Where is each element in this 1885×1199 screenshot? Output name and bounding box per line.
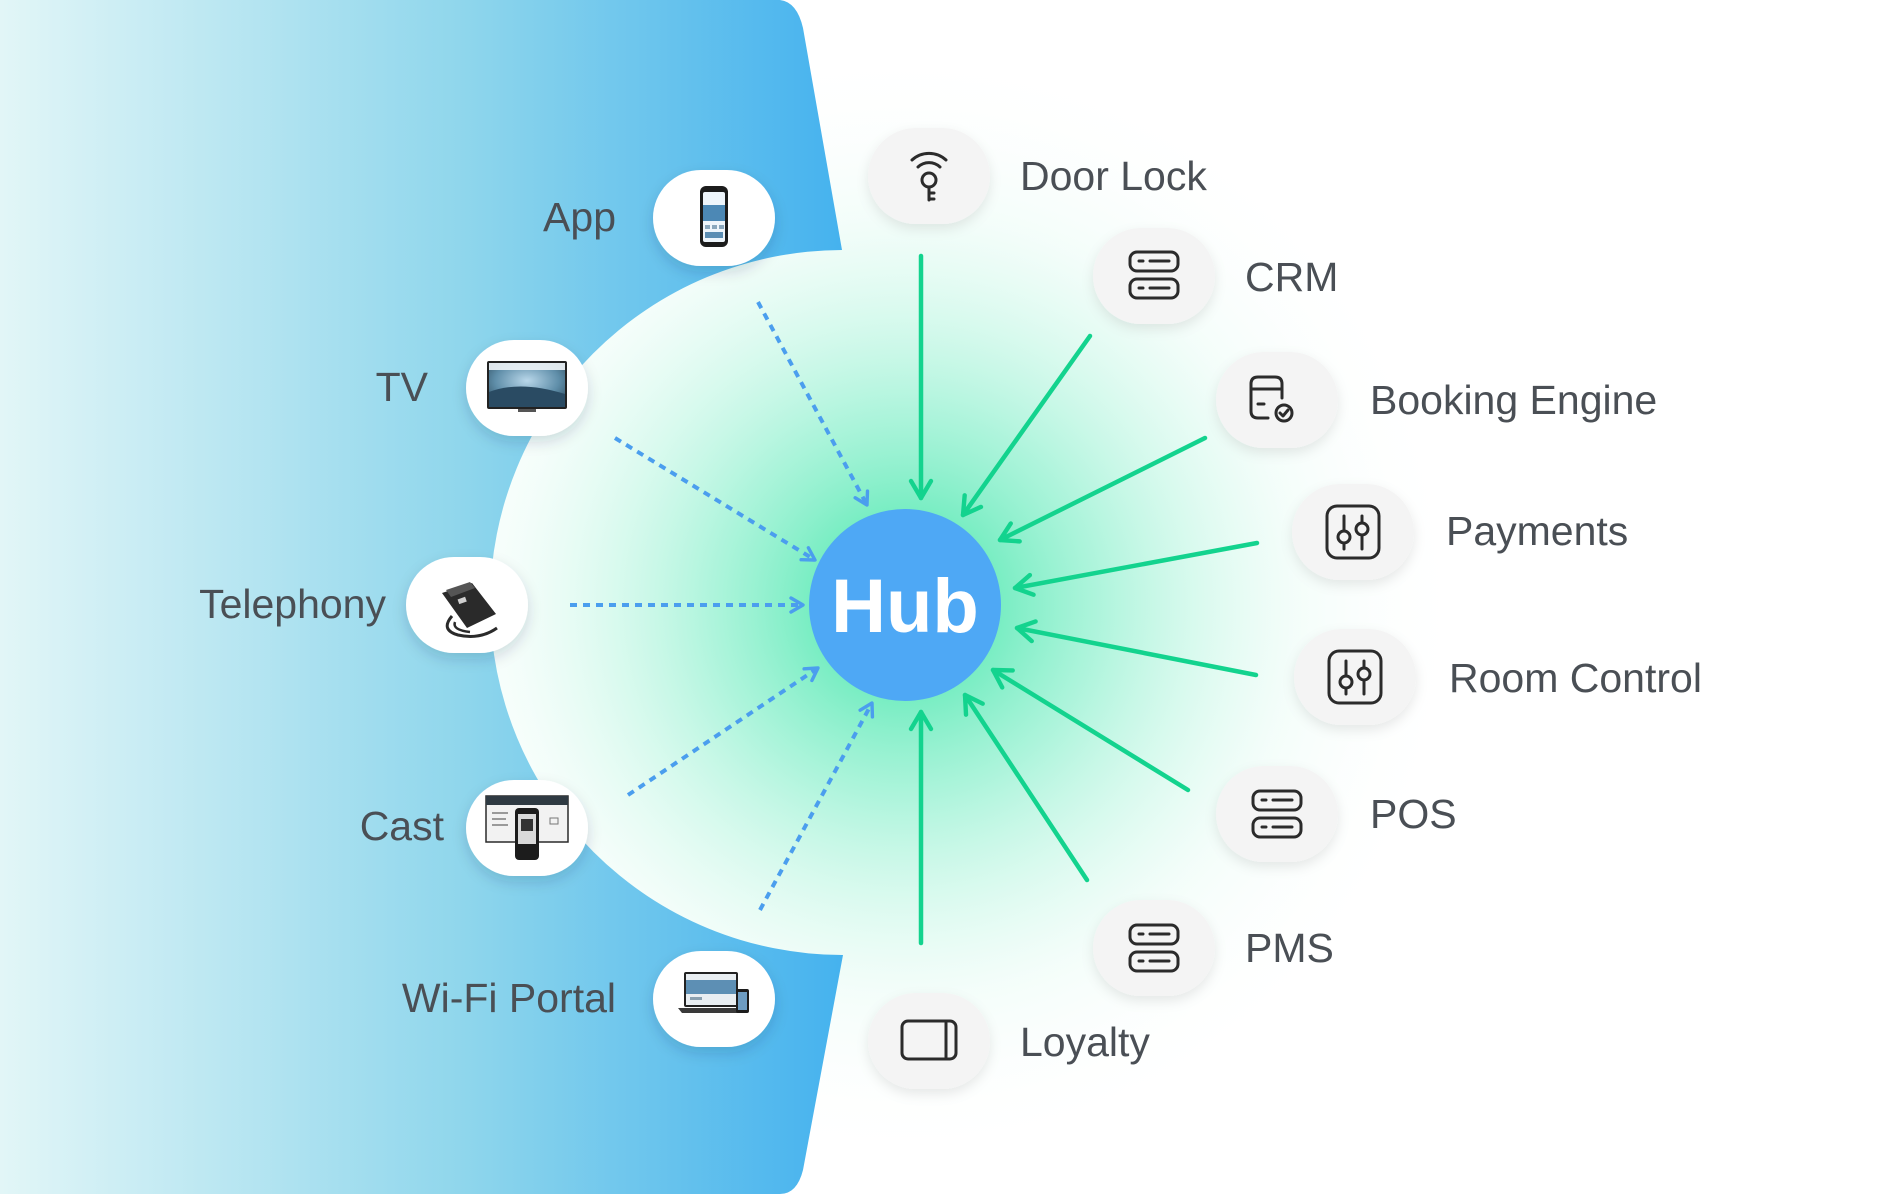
hub-label: Hub [831, 564, 979, 649]
integration-loyalty[interactable]: Loyalty [868, 993, 1150, 1089]
integration-room-control[interactable]: Room Control [1294, 629, 1702, 725]
tv-icon [487, 361, 567, 412]
integration-label-pms: PMS [1245, 925, 1334, 971]
integration-arrows [908, 253, 1260, 946]
integration-label-loyalty: Loyalty [1020, 1019, 1150, 1065]
integration-arrow-3 [997, 435, 1208, 544]
channel-tv[interactable]: TV [376, 340, 588, 436]
integration-label-crm: CRM [1245, 254, 1338, 300]
integration-label-door-lock: Door Lock [1020, 153, 1207, 199]
hub-circle [809, 509, 1001, 701]
integration-door-lock[interactable]: Door Lock [868, 128, 1207, 224]
integration-label-pos: POS [1370, 791, 1457, 837]
channel-label-tv: TV [376, 364, 429, 410]
channel-arrow-5 [758, 701, 875, 911]
integration-pos[interactable]: POS [1216, 766, 1457, 862]
channel-arrow-2 [613, 436, 817, 562]
integration-arrow-2 [960, 333, 1093, 518]
server-icon [1128, 923, 1180, 973]
integration-arrow-7 [962, 692, 1090, 883]
sliders-icon [1325, 504, 1381, 560]
tablet-icon [900, 1019, 958, 1061]
integration-arrow-5 [1014, 619, 1259, 678]
channel-label-wifi-portal: Wi-Fi Portal [402, 975, 616, 1021]
integration-label-booking-engine: Booking Engine [1370, 377, 1657, 423]
room-control-pill [1294, 629, 1416, 725]
hub-node[interactable]: Hub [809, 509, 1001, 701]
integration-arrow-4 [1012, 540, 1260, 597]
server-icon [1251, 789, 1303, 839]
laptop-portal-icon [678, 972, 749, 1013]
integration-arrow-6 [990, 667, 1191, 793]
desk-phone-icon [442, 582, 498, 638]
channel-cast[interactable]: Cast [360, 780, 588, 876]
channel-label-cast: Cast [360, 803, 445, 849]
channel-telephony[interactable]: Telephony [199, 557, 528, 653]
channel-arrows [570, 301, 875, 911]
card-check-icon [1249, 375, 1294, 423]
pos-pill [1216, 766, 1338, 862]
payments-pill [1292, 484, 1414, 580]
door-lock-pill [868, 128, 990, 224]
sliders-icon [1327, 649, 1383, 705]
smartphone-app-icon [700, 186, 728, 247]
integration-booking-engine[interactable]: Booking Engine [1216, 352, 1657, 448]
server-icon [1128, 250, 1180, 300]
crm-pill [1093, 228, 1215, 324]
integration-list: Door Lock CRM Booking Engine [868, 128, 1702, 1089]
pms-pill [1093, 900, 1215, 996]
channel-app[interactable]: App [543, 170, 775, 266]
loyalty-pill [868, 993, 990, 1089]
channel-label-telephony: Telephony [199, 581, 386, 627]
cast-screen-icon [485, 795, 569, 860]
channel-wifi-portal[interactable]: Wi-Fi Portal [402, 951, 775, 1047]
integration-label-payments: Payments [1446, 508, 1628, 554]
integration-payments[interactable]: Payments [1292, 484, 1628, 580]
integration-pms[interactable]: PMS [1093, 900, 1334, 996]
channel-list: App TV Telephony [199, 170, 775, 1047]
integration-label-room-control: Room Control [1449, 655, 1702, 701]
booking-engine-pill [1216, 352, 1338, 448]
channel-label-app: App [543, 194, 616, 240]
integration-crm[interactable]: CRM [1093, 228, 1338, 324]
key-wireless-icon [910, 151, 948, 202]
